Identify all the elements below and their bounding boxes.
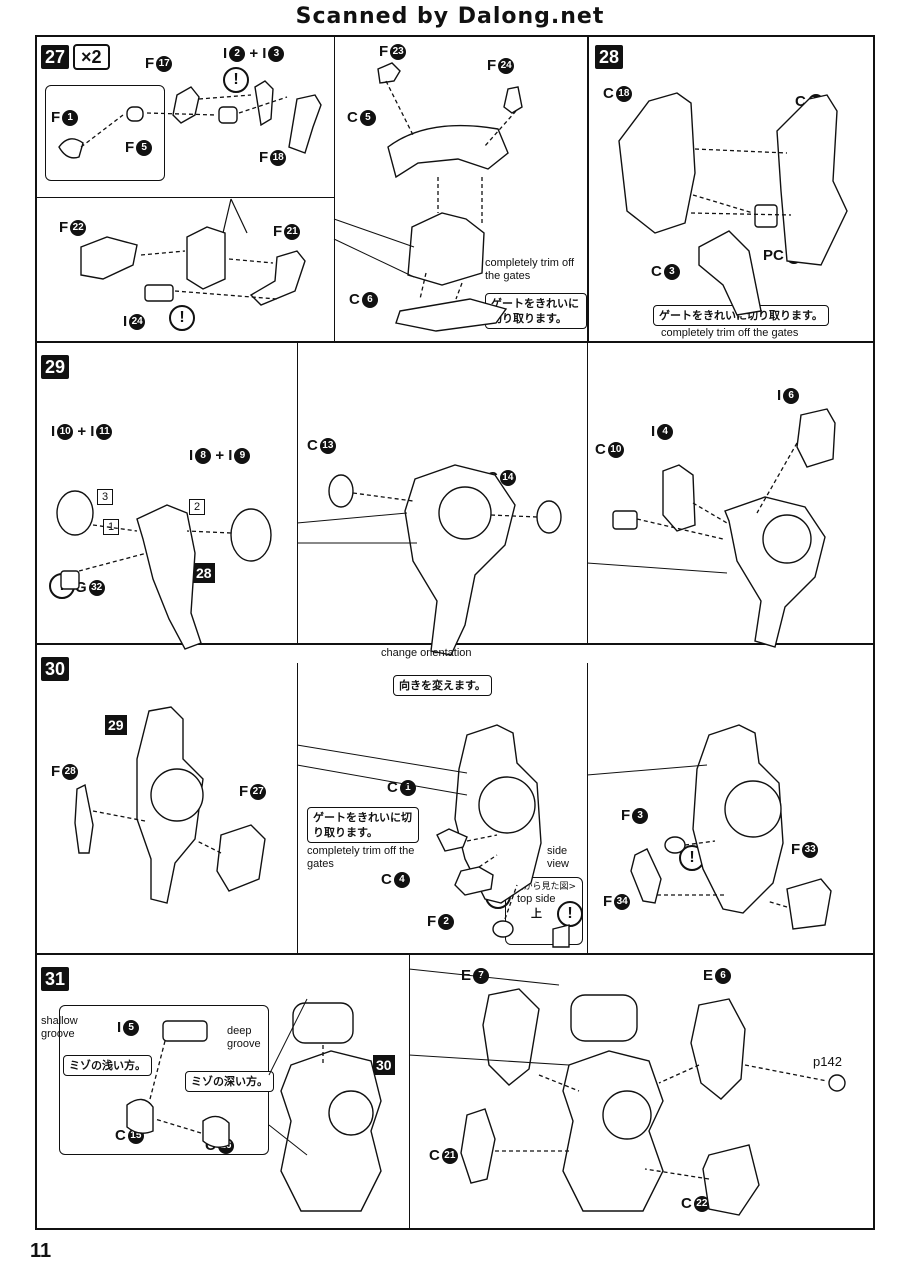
step-31-number: 31	[41, 967, 69, 991]
caution-icon: !	[169, 305, 195, 331]
step-27-number: 27	[41, 45, 69, 69]
step-29-right-illustration	[586, 408, 836, 648]
side-view-label: side view	[547, 845, 570, 870]
step-30-middle-illustration	[296, 724, 570, 948]
order-number: 2	[189, 499, 205, 515]
step-30-number: 30	[41, 657, 69, 681]
watermark-header: Scanned by Dalong.net	[295, 4, 605, 29]
deep-groove-jp: ミゾの深い方。	[185, 1071, 274, 1092]
step-31-left-illustration	[126, 998, 382, 1212]
row-step-29: 29 I10 + I11 I8 + I9 3 2 1 ! G32 28 C13 …	[37, 343, 873, 656]
trim-note-jp: ゲートをきれいに切り取ります。	[653, 305, 829, 326]
step-29-left-illustration	[56, 490, 272, 650]
trim-note-jp: ゲートをきれいに切り取ります。	[307, 807, 419, 843]
trim-note-jp: ゲートをきれいに切り取ります。	[485, 293, 587, 329]
step-28-number: 28	[595, 45, 623, 69]
top-jp-label: 上	[531, 907, 542, 920]
caution-icon: !	[223, 67, 249, 93]
caution-icon: !	[557, 901, 583, 927]
step-31-right-illustration	[408, 968, 846, 1216]
step-27-assembly-illustration	[333, 62, 523, 332]
step-30-left-illustration	[74, 706, 266, 904]
orientation-note-jp: 向きを変えます。	[393, 675, 492, 696]
step-29-number: 29	[41, 355, 69, 379]
step-30-right-illustration	[586, 724, 832, 930]
page-ref-p142: p142	[813, 1054, 842, 1069]
step-29-middle-illustration	[296, 464, 562, 656]
shallow-groove-jp: ミゾの浅い方。	[63, 1055, 152, 1076]
inset-box	[45, 85, 165, 181]
multiplier-badge: ×2	[73, 44, 110, 70]
step-27-parts-illustration	[58, 80, 322, 306]
side-view-jp: <横から見た図>	[507, 882, 577, 892]
trim-note-en: completely trim off the gates	[661, 327, 799, 339]
page-number: 11	[30, 1240, 52, 1262]
orientation-note-en: change orientation	[381, 647, 472, 659]
subassembly-ref-28: 28	[193, 563, 215, 583]
top-side-label: top side	[517, 893, 556, 905]
shallow-groove-label: shallow groove	[41, 1015, 78, 1040]
subassembly-ref-29: 29	[105, 715, 127, 735]
trim-note-en: completely trim off the gates	[307, 845, 415, 870]
step-28-illustration	[618, 92, 848, 316]
subassembly-ref-30: 30	[373, 1055, 395, 1075]
deep-groove-label: deep groove	[227, 1025, 261, 1050]
trim-note-en: completely trim off the gates	[485, 257, 575, 282]
order-number: 3	[97, 489, 113, 505]
